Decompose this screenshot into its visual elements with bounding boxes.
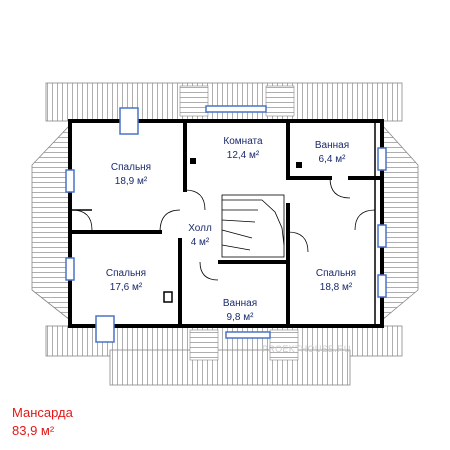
room-area-hall: 4 м²	[191, 237, 210, 248]
floor-name: Мансарда	[12, 405, 73, 420]
floor-total-area: 83,9 м²	[12, 423, 55, 438]
room-area-bedroom-2: 17,6 м²	[110, 282, 143, 293]
roof-hatching	[31, 82, 419, 386]
room-name-bedroom-2: Спальня	[106, 268, 146, 279]
vents	[163, 158, 302, 303]
watermark: PROEKTHOUSE.RU	[262, 344, 351, 354]
room-area-room: 12,4 м²	[227, 150, 260, 161]
staircase	[221, 194, 285, 258]
doors	[71, 177, 376, 281]
room-area-bathroom-2: 9,8 м²	[227, 312, 255, 323]
room-name-hall: Холл	[188, 223, 212, 234]
room-area-bedroom-1: 18,9 м²	[115, 176, 148, 187]
room-name-room: Комната	[223, 136, 263, 147]
room-name-bedroom-3: Спальня	[316, 268, 356, 279]
room-name-bathroom-2: Ванная	[223, 298, 257, 309]
room-area-bedroom-3: 18,8 м²	[320, 282, 353, 293]
room-name-bedroom-1: Спальня	[111, 162, 151, 173]
room-area-bathroom-1: 6,4 м²	[319, 154, 347, 165]
windows	[65, 105, 387, 343]
room-name-bathroom-1: Ванная	[315, 140, 349, 151]
